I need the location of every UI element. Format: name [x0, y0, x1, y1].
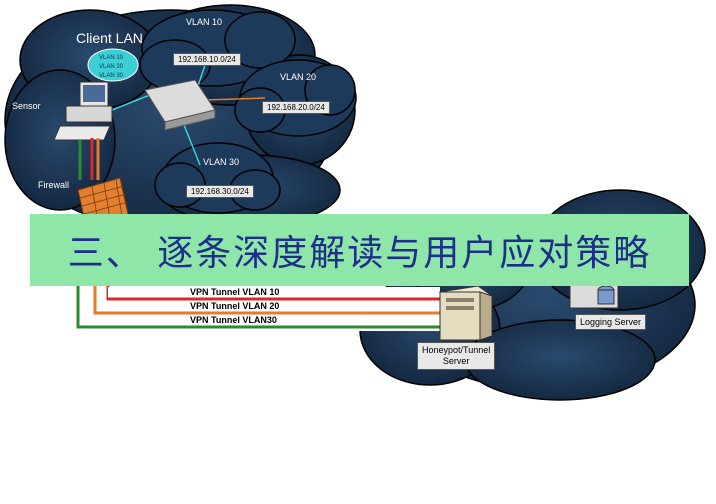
logging-server-label: Logging Server	[575, 314, 647, 330]
switch-icon	[144, 79, 216, 131]
link-switch-vlan20	[204, 97, 266, 101]
sensor-label: Sensor	[12, 101, 41, 111]
vlan10-subnet: 192.168.10.0/24	[173, 53, 241, 66]
link-sensor-switch	[111, 94, 151, 111]
honeypot-label: Honeypot/Tunnel Server	[417, 342, 496, 370]
vlan20-label: VLAN 20	[280, 72, 317, 82]
client-lan-label: Client LAN	[76, 30, 143, 46]
legend-vlan30: VLAN 30	[99, 73, 124, 79]
tunnel-label-vlan10: VPN Tunnel VLAN 10	[190, 287, 280, 297]
vlan10-label: VLAN 10	[186, 17, 223, 27]
firewall-label: Firewall	[38, 180, 70, 190]
title-banner: 三、 逐条深度解读与用户应对策略	[30, 214, 689, 286]
logging-server-icon	[569, 281, 619, 309]
vlan-legend-bubble	[87, 48, 139, 82]
vlan30-label: VLAN 30	[203, 157, 240, 167]
vlan30-subnet: 192.168.30.0/24	[186, 185, 254, 198]
vlan10-cloud	[139, 9, 296, 91]
tunnel-label-band	[108, 287, 440, 331]
banner-title: 三、 逐条深度解读与用户应对策略	[67, 233, 652, 274]
legend-vlan10: VLAN 10	[99, 55, 124, 61]
honeypot-server-icon	[438, 285, 494, 341]
sensor-computer-icon	[53, 81, 113, 141]
legend-vlan20: VLAN 20	[99, 64, 124, 70]
tunnel-label-vlan20: VPN Tunnel VLAN 20	[190, 301, 280, 311]
vlan20-subnet: 192.168.20.0/24	[262, 101, 330, 114]
tunnel-label-vlan30: VPN Tunnel VLAN30	[190, 315, 277, 325]
